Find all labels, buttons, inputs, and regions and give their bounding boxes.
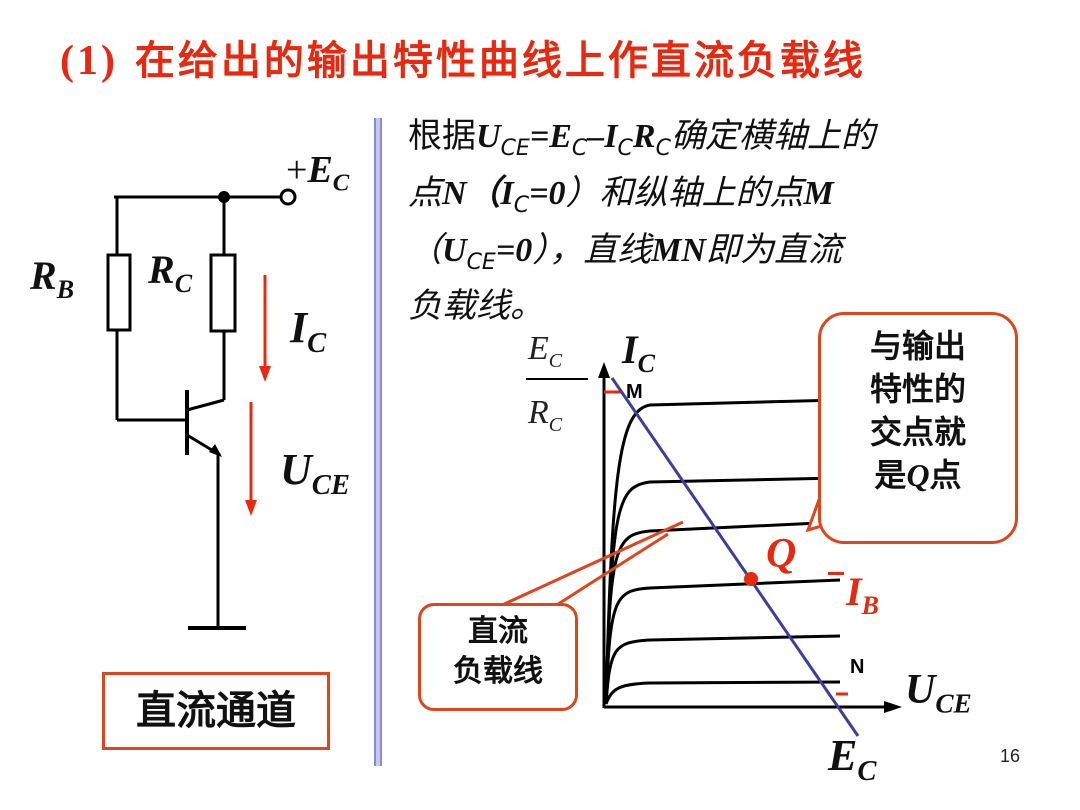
supply-terminal	[279, 188, 297, 206]
rb-resistor	[106, 253, 132, 332]
transistor-collector	[186, 398, 225, 412]
curve-3	[604, 520, 841, 705]
point-n-label: N	[850, 656, 865, 678]
dc-channel-label: 直流通道	[102, 672, 330, 750]
dc-load-line-label: 直流 负载线	[418, 603, 578, 711]
uce-arrow	[245, 500, 257, 516]
emitter-arrow	[209, 444, 222, 457]
rc-label: RC	[148, 247, 193, 299]
fraction-denominator: RC	[528, 394, 563, 436]
ic-arrow	[259, 366, 271, 382]
x-axis-label: UCE	[905, 667, 972, 719]
callout-line-3: 交点就	[869, 413, 966, 451]
page-number: 16	[1000, 746, 1021, 766]
fraction-numerator: EC	[528, 330, 563, 372]
curve-5	[604, 634, 841, 705]
curve-6	[604, 680, 841, 705]
callout-line-2: 特性的	[869, 370, 966, 408]
dc-load-line-label-1: 直流	[468, 614, 528, 649]
uce-label: UCE	[280, 445, 350, 501]
q-label: Q	[766, 531, 797, 577]
y-axis-label: IC	[622, 327, 655, 379]
rb-label: RB	[30, 253, 75, 305]
description-line-4: 负载线。	[408, 286, 544, 327]
curve-4	[604, 578, 841, 705]
circuit-diagram	[106, 188, 297, 630]
ib-label: IB	[846, 569, 879, 621]
slide-title: (1) 在给出的输出特性曲线上作直流负载线	[60, 28, 866, 86]
callout-line-4: 是Q点	[874, 456, 962, 494]
ic-label: IC	[290, 303, 327, 359]
title-number: (1)	[60, 38, 118, 84]
description-text: 根据UCE=EC–ICRC确定横轴上的 点N（IC=0）和纵轴上的点M （UCE…	[408, 114, 1018, 329]
curve-2	[604, 476, 841, 705]
description-line-2: 点N（IC=0）和纵轴上的点M	[408, 172, 834, 218]
description-line-1: 根据UCE=EC–ICRC确定横轴上的	[408, 116, 875, 161]
q-point	[744, 572, 758, 586]
dc-load-line	[610, 377, 860, 737]
callout-line-1: 与输出	[869, 327, 966, 365]
supply-label: +EC	[286, 149, 350, 197]
y-axis-arrow	[598, 362, 610, 378]
point-m-label: M	[626, 381, 643, 403]
x-axis-arrow	[884, 701, 902, 713]
description-line-3: （UCE=0），直线MN即为直流	[408, 229, 842, 275]
intersection-callout: 与输出 特性的 交点就 是Q点	[818, 312, 1018, 544]
x-intercept-label: EC	[828, 731, 877, 787]
dc-load-pointer-2	[554, 532, 669, 608]
title-text: 在给出的输出特性曲线上作直流负载线	[134, 38, 866, 84]
divider	[374, 118, 382, 766]
dc-load-line-label-2: 负载线	[453, 654, 543, 689]
ib-tick	[828, 572, 844, 575]
dc-load-pointer-1	[499, 520, 684, 608]
